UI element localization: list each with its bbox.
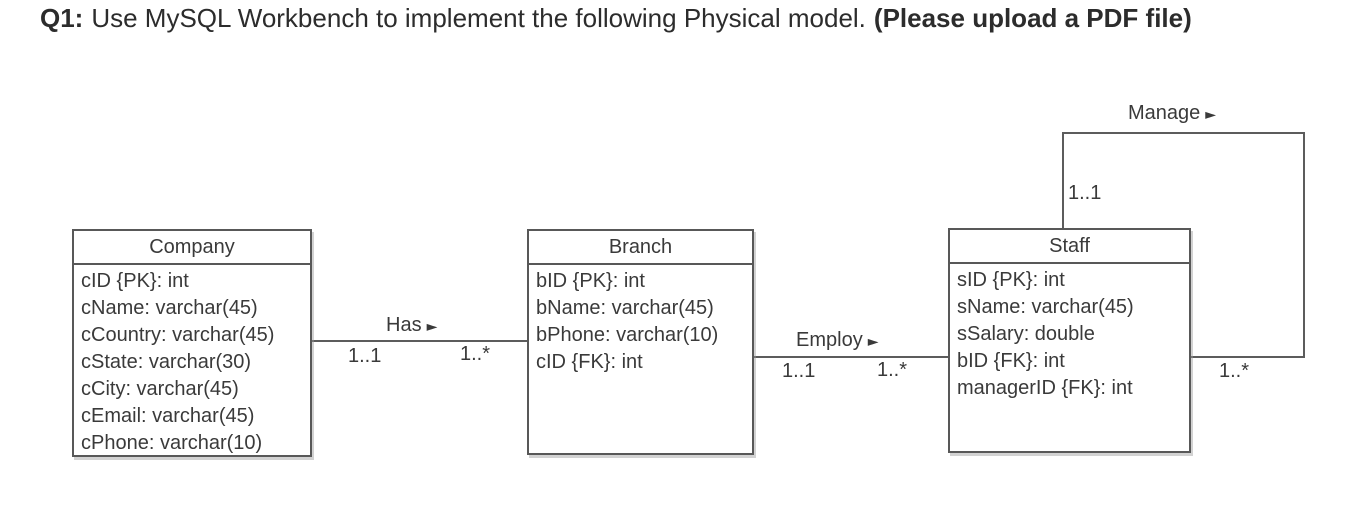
attribute-row: sSalary: double xyxy=(957,323,1095,345)
relationship-employ-label: Employ► xyxy=(796,329,878,352)
entity-branch-title: Branch xyxy=(529,231,752,265)
attribute-row: cID {FK}: int xyxy=(536,351,643,373)
relationship-manage-line-up xyxy=(1062,133,1064,229)
attribute-row: cCity: varchar(45) xyxy=(81,378,239,400)
entity-branch: Branch bID {PK}: int bName: varchar(45) … xyxy=(527,229,754,455)
attribute-row: sID {PK}: int xyxy=(957,269,1065,291)
attribute-row: bName: varchar(45) xyxy=(536,297,714,319)
entity-company: Company cID {PK}: int cName: varchar(45)… xyxy=(72,229,312,457)
attribute-row: cState: varchar(30) xyxy=(81,351,252,373)
entity-company-attributes: cID {PK}: int cName: varchar(45) cCountr… xyxy=(74,265,310,457)
manage-source-multiplicity: 1..1 xyxy=(1068,182,1102,204)
attribute-row: bID {PK}: int xyxy=(536,270,645,292)
attribute-row: bID {FK}: int xyxy=(957,350,1065,372)
direction-arrow-icon: ► xyxy=(426,319,438,335)
attribute-row: cEmail: varchar(45) xyxy=(81,405,255,427)
has-source-multiplicity: 1..1 xyxy=(348,345,382,367)
entity-company-title: Company xyxy=(74,231,310,265)
entity-staff-title: Staff xyxy=(950,230,1189,264)
relationship-has-line xyxy=(312,340,527,342)
relationship-name: Employ xyxy=(796,329,863,351)
employ-target-multiplicity: 1..* xyxy=(877,359,908,381)
relationship-employ-line xyxy=(754,356,948,358)
has-target-multiplicity: 1..* xyxy=(460,343,491,365)
attribute-row: cCountry: varchar(45) xyxy=(81,324,275,346)
attribute-row: bPhone: varchar(10) xyxy=(536,324,719,346)
relationship-has-label: Has► xyxy=(386,314,437,337)
entity-staff-attributes: sID {PK}: int sName: varchar(45) sSalary… xyxy=(950,264,1189,402)
attribute-row: cID {PK}: int xyxy=(81,270,189,292)
direction-arrow-icon: ► xyxy=(867,334,879,350)
question-line: Q1:Use MySQL Workbench to implement the … xyxy=(40,3,1192,34)
direction-arrow-icon: ► xyxy=(1205,107,1217,123)
relationship-name: Has xyxy=(386,314,422,336)
entity-branch-attributes: bID {PK}: int bName: varchar(45) bPhone:… xyxy=(529,265,752,376)
question-text: Use MySQL Workbench to implement the fol… xyxy=(91,3,866,33)
relationship-manage-line-top xyxy=(1062,132,1305,134)
relationship-manage-line-bottom xyxy=(1190,356,1305,358)
question-number: Q1: xyxy=(40,3,84,33)
attribute-row: cName: varchar(45) xyxy=(81,297,258,319)
attribute-row: cPhone: varchar(10) xyxy=(81,432,263,454)
employ-source-multiplicity: 1..1 xyxy=(782,360,816,382)
attribute-row: managerID {FK}: int xyxy=(957,377,1133,399)
attribute-row: sName: varchar(45) xyxy=(957,296,1134,318)
relationship-name: Manage xyxy=(1128,102,1201,124)
relationship-manage-line-right xyxy=(1303,132,1305,358)
question-note: (Please upload a PDF file) xyxy=(873,3,1192,33)
relationship-manage-label: Manage► xyxy=(1128,102,1216,125)
entity-staff: Staff sID {PK}: int sName: varchar(45) s… xyxy=(948,228,1191,453)
manage-target-multiplicity: 1..* xyxy=(1219,360,1250,382)
